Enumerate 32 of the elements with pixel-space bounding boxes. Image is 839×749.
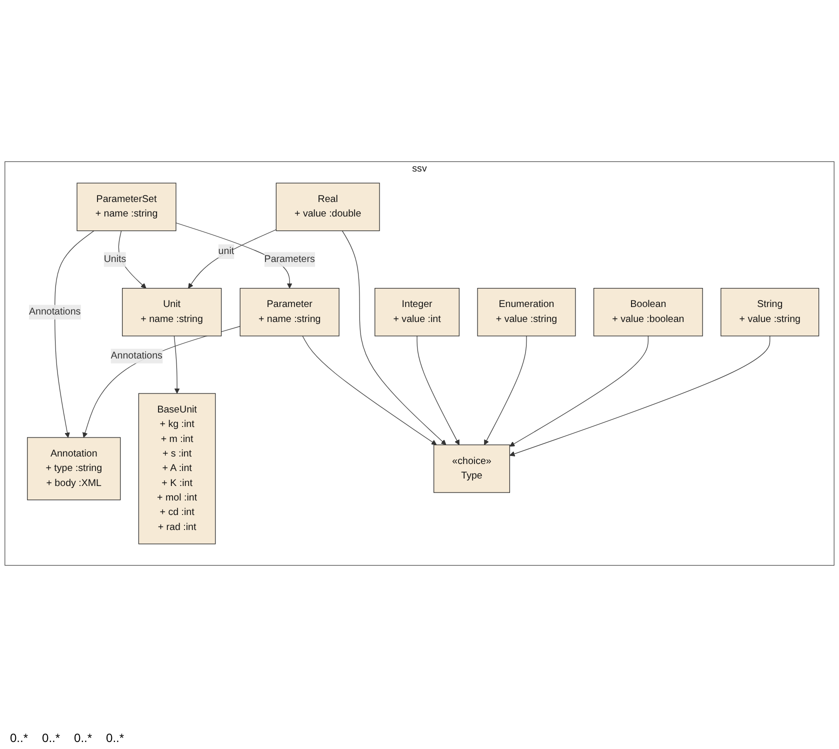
arrow xyxy=(118,230,146,289)
edge-label: Parameters xyxy=(264,254,315,264)
arrow xyxy=(302,336,437,446)
multiplicity-label: 0..* xyxy=(74,731,92,745)
edge-label: Annotations xyxy=(110,350,162,361)
node-box: Boolean + value :boolean xyxy=(593,288,703,336)
node-box: BaseUnit + kg :int + m :int + s :int + A :int + K :int + mol :int + cd :int + rad :int xyxy=(138,393,216,544)
node-box: Parameter + name :string xyxy=(240,288,340,336)
arrow xyxy=(416,336,460,446)
edge-label: Annotations xyxy=(28,306,81,318)
arrow xyxy=(174,336,180,394)
node-box: Unit + name :string xyxy=(122,288,222,336)
arrow xyxy=(342,230,446,446)
multiplicity-label: 0..* xyxy=(10,731,28,745)
node-box: ParameterSet + name :string xyxy=(76,182,176,232)
node-box: Enumeration + value :string xyxy=(477,288,576,336)
arrow xyxy=(188,229,276,289)
edge-label: unit xyxy=(218,246,234,257)
arrow xyxy=(82,326,240,438)
node-box: Integer + value :int xyxy=(374,288,460,336)
arrow xyxy=(176,222,292,289)
node-box: Annotation + type :string + body :XML xyxy=(27,437,121,500)
node-box: String + value :string xyxy=(720,288,820,336)
arrow xyxy=(484,336,527,446)
arrow xyxy=(509,336,648,447)
node-box: Real + value :double xyxy=(276,182,380,232)
edge-label: Units xyxy=(104,254,126,264)
multiplicity-label: 0..* xyxy=(42,731,60,745)
multiplicity-label: 0..* xyxy=(106,731,124,745)
node-box: «choice» Type xyxy=(434,444,510,493)
arrow xyxy=(54,230,94,438)
arrow xyxy=(509,336,770,456)
